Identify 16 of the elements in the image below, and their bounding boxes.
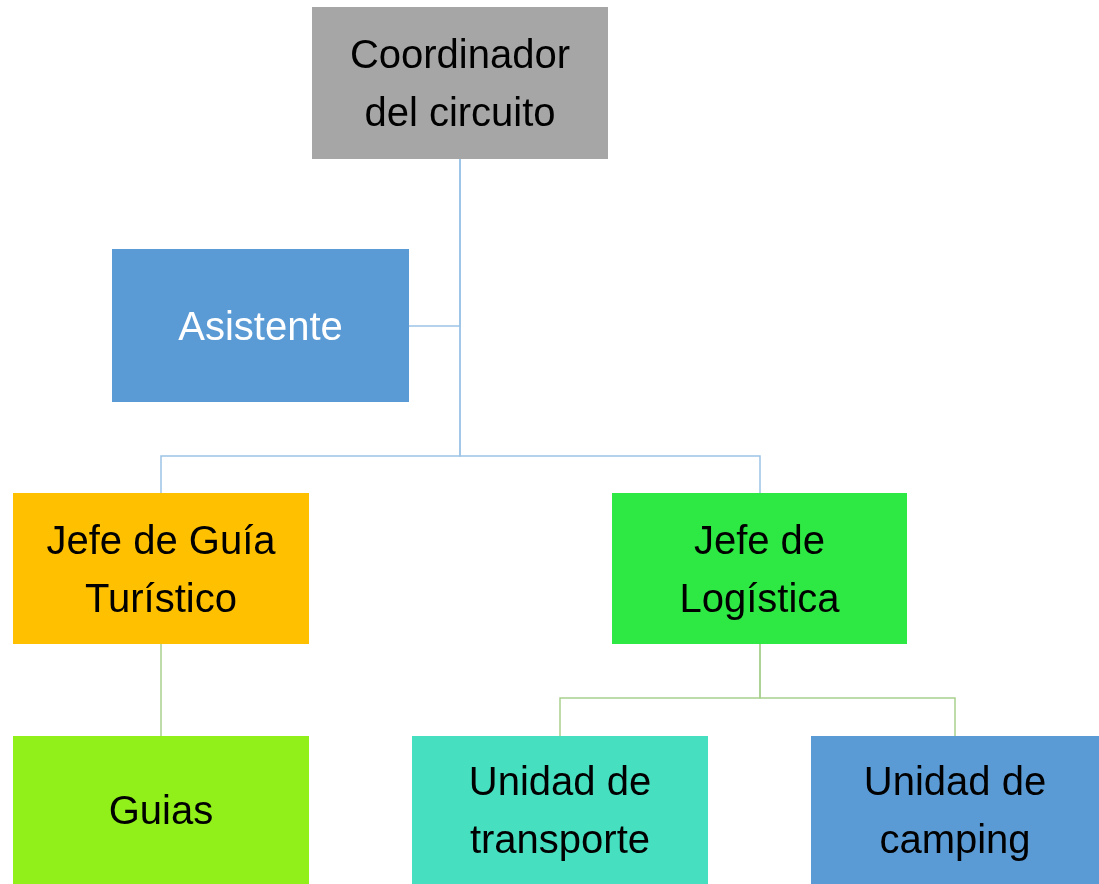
role-label: Unidad de camping — [862, 758, 1048, 863]
org-box — [612, 493, 907, 644]
org-box — [312, 7, 608, 159]
connector-line — [160, 643, 162, 737]
role-label: Coordinador del circuito — [348, 31, 572, 136]
role-label: Guias — [108, 787, 214, 834]
role-label: Asistente — [178, 302, 343, 350]
org-box — [112, 249, 409, 402]
role-label: Jefe de Guía Turístico — [45, 516, 277, 622]
org-box — [13, 493, 309, 644]
org-box — [13, 736, 309, 884]
role-label: Jefe de Logística — [678, 516, 841, 622]
connector-line — [759, 643, 956, 737]
org-box — [412, 736, 708, 884]
org-box — [811, 736, 1099, 884]
role-label: Unidad de transporte — [467, 758, 653, 863]
